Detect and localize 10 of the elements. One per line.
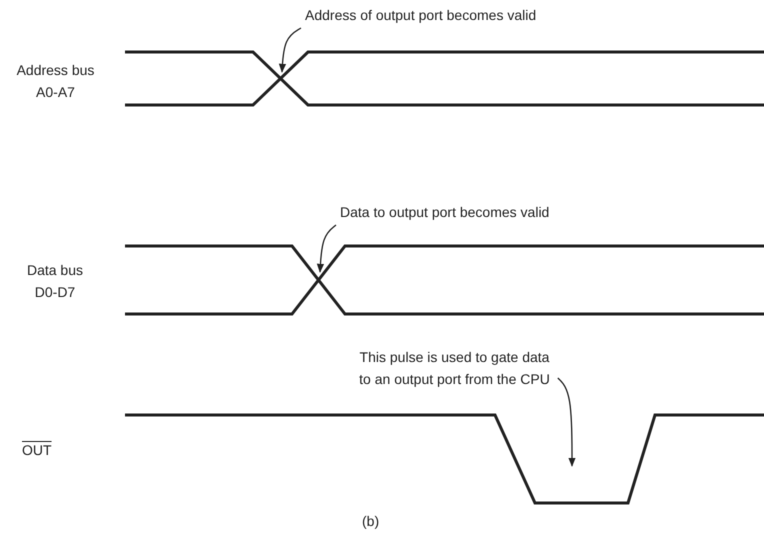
signal-name: Address bus A0-A7 — [16, 61, 96, 102]
signal-name: OUT — [22, 441, 53, 460]
leader-arrow — [557, 378, 576, 467]
annotation-text: This pulse is used to gate data to an output port from the CPU — [358, 348, 551, 389]
annotation-text: Data to output port becomes valid — [340, 203, 550, 222]
caption: (b) — [362, 512, 380, 531]
leader-arrow — [316, 224, 336, 273]
leader-arrow — [278, 27, 302, 73]
annotation-text: Address of output port becomes valid — [305, 6, 538, 25]
signal-name: Data bus D0-D7 — [26, 261, 84, 302]
